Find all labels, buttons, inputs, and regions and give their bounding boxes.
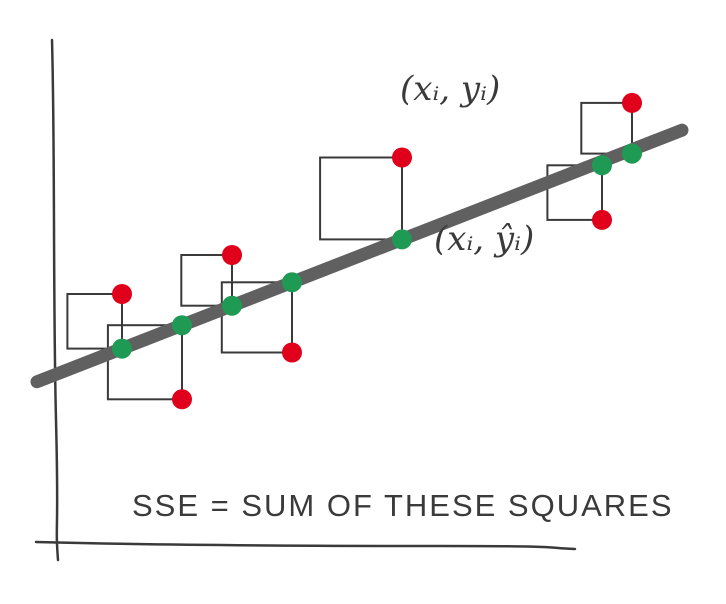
fitted-point <box>282 272 302 293</box>
residual-square <box>319 156 404 241</box>
residual-square <box>66 293 123 350</box>
data-points <box>112 92 642 410</box>
regression-line <box>30 123 689 389</box>
fitted-point <box>392 229 412 250</box>
actual-point <box>282 342 302 363</box>
fitted-point <box>112 338 132 359</box>
residual-squares <box>66 101 633 401</box>
x-axis <box>34 540 577 551</box>
caption: SSE = SUM OF THESE SQUARES <box>132 488 674 523</box>
fitted-point-label: (xᵢ, ŷᵢ) <box>434 219 534 259</box>
residual-square <box>106 324 183 401</box>
actual-point <box>112 284 132 304</box>
fitted-point <box>172 315 192 336</box>
actual-point <box>392 147 412 168</box>
actual-point-label: (xᵢ, yᵢ) <box>400 69 500 109</box>
actual-point <box>222 245 242 265</box>
actual-point <box>592 209 612 230</box>
actual-point <box>172 389 192 410</box>
actual-point <box>622 92 642 113</box>
fitted-point <box>222 295 242 316</box>
fitted-point <box>592 155 612 176</box>
residual-square <box>220 281 293 354</box>
y-axis <box>50 38 60 562</box>
fitted-point <box>622 143 642 164</box>
residual-square <box>180 254 234 307</box>
